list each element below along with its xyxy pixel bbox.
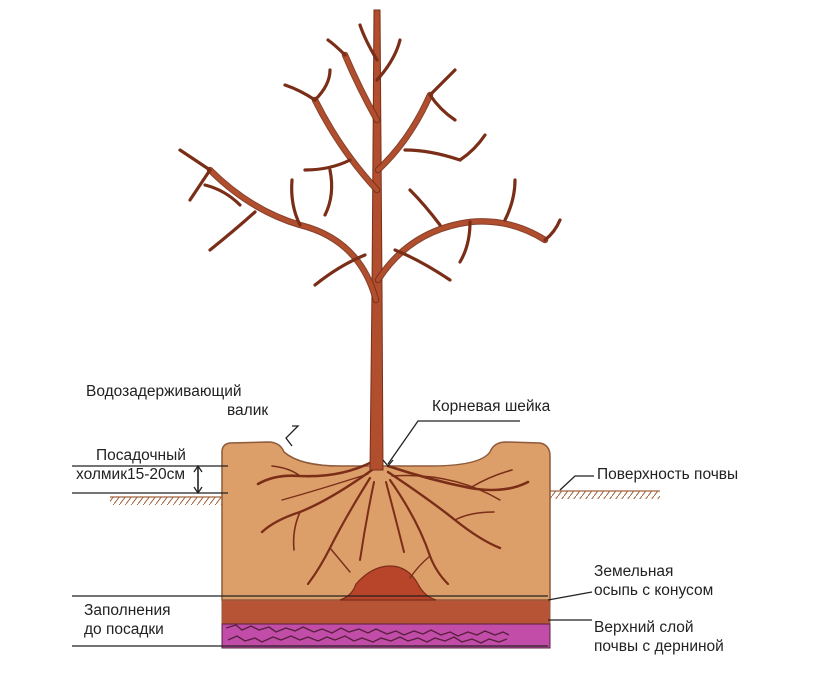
leader-earth-cone xyxy=(547,591,593,601)
leader-root-collar xyxy=(387,420,520,465)
leader-lines xyxy=(72,420,594,647)
label-topsoil: Верхний слой почвы с дерниной xyxy=(594,618,724,656)
label-soil-surface: Поверхность почвы xyxy=(597,466,739,483)
label-earth-cone: Земельная осыпь с конусом xyxy=(594,562,713,600)
label-topsoil-line1: Верхний слой xyxy=(594,619,694,636)
label-water-ridge: Водозадерживающий валик xyxy=(86,382,268,420)
label-fill-layer-line1: Заполнения xyxy=(84,602,171,619)
turf-texture xyxy=(225,624,510,644)
label-water-ridge-line1: Водозадерживающий xyxy=(86,383,242,400)
label-planting-mound-line1: Посадочный xyxy=(96,447,186,464)
label-water-ridge-line2: валик xyxy=(227,402,269,419)
fill-layer xyxy=(221,599,551,625)
label-earth-cone-line2: осыпь с конусом xyxy=(594,582,714,599)
leader-water-ridge xyxy=(285,425,300,447)
label-planting-mound-line2: холмик15-20см xyxy=(76,466,186,483)
tree-roots xyxy=(256,460,530,586)
soil-surface-hatching xyxy=(110,490,660,505)
label-planting-mound: Посадочный холмик15-20см xyxy=(76,446,186,484)
tree-crown xyxy=(178,23,562,304)
earth-cone xyxy=(339,565,437,601)
label-fill-layer-line2: до посадки xyxy=(84,621,164,638)
label-root-collar: Корневая шейка xyxy=(432,398,551,415)
leader-soil-surface xyxy=(559,475,594,491)
label-topsoil-line2: почвы с дерниной xyxy=(594,638,724,655)
topsoil-layer xyxy=(221,623,551,649)
planting-pit-soil xyxy=(221,441,551,601)
label-earth-cone-line1: Земельная xyxy=(594,563,674,580)
label-fill-layer: Заполнения до посадки xyxy=(84,601,171,639)
